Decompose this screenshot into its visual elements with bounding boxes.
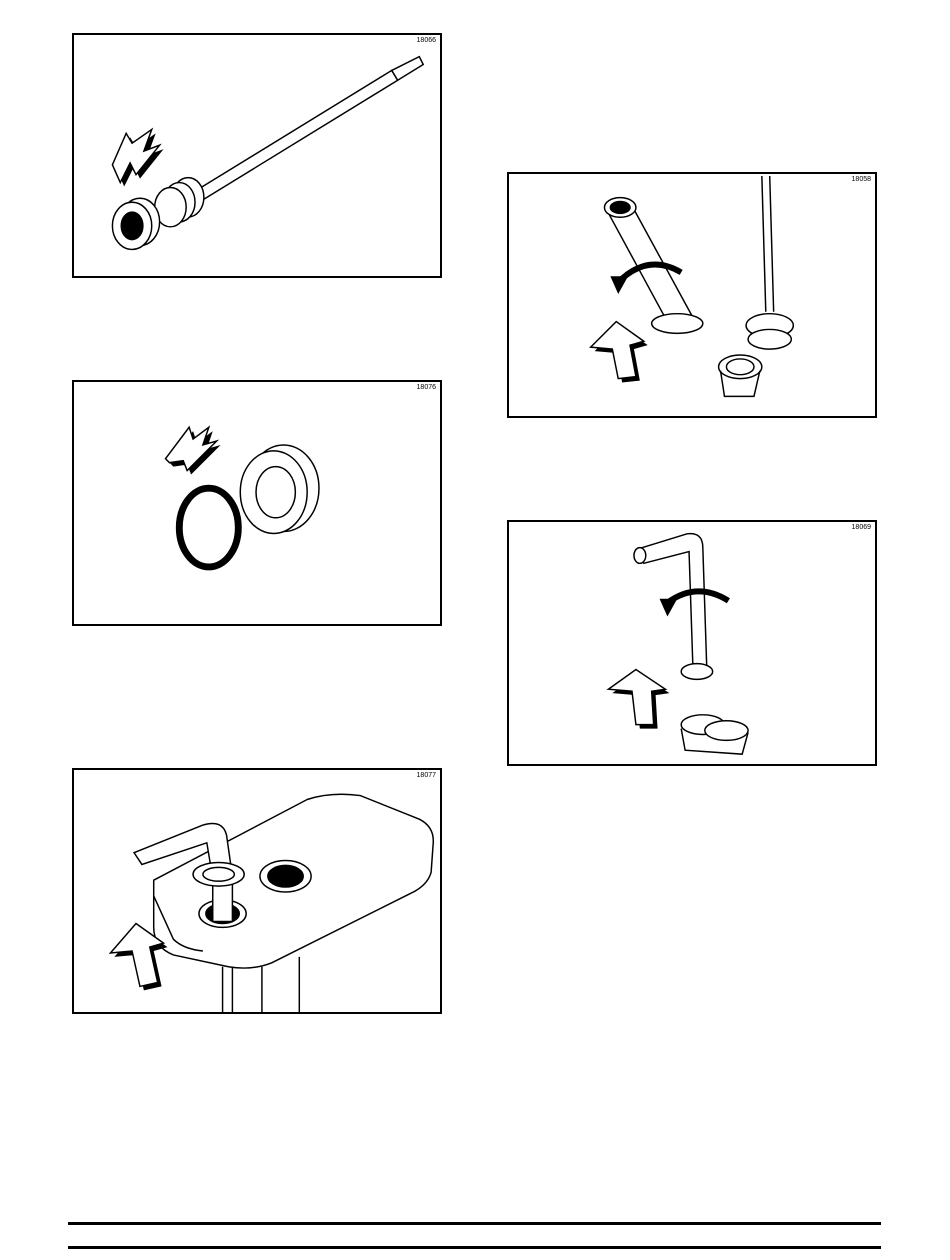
rod-seal-illustration	[74, 35, 440, 276]
seal-oring-illustration	[74, 382, 440, 624]
arrow-up-icon	[591, 322, 648, 383]
figure-18069: 18069	[507, 520, 877, 766]
arrow-down-left-icon	[166, 427, 221, 474]
arrow-up-icon	[608, 670, 669, 729]
footer-rule-top	[68, 1222, 881, 1225]
tank-pipe-illustration	[74, 770, 440, 1012]
arrow-down-left-icon	[112, 129, 163, 186]
figure-18058: 18058	[507, 172, 877, 418]
tube-removal-illustration	[509, 174, 875, 416]
figure-18066: 18066	[72, 33, 442, 278]
footer-rule-bottom	[68, 1246, 881, 1249]
figure-18076: 18076	[72, 380, 442, 626]
pipe-removal-illustration	[509, 522, 875, 764]
figure-18077: 18077	[72, 768, 442, 1014]
